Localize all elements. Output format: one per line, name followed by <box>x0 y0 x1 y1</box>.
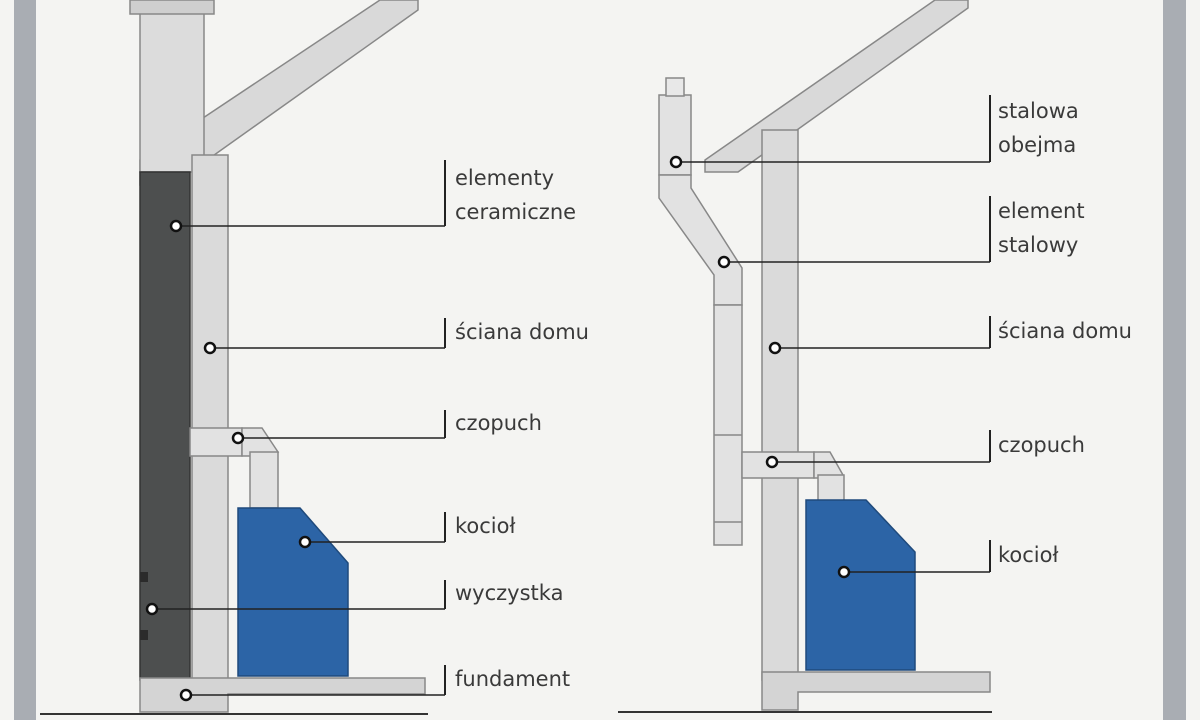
label-house-wall-right: ściana domu <box>998 319 1132 343</box>
right-frame-bar <box>1163 0 1186 720</box>
right-leader-dots <box>669 155 851 579</box>
left-leader-lines <box>152 225 445 696</box>
left-chimney-cap <box>129 0 215 15</box>
right-flue-connector-vertical <box>817 474 845 502</box>
right-steel-pipe-cap <box>665 77 685 97</box>
label-ceramic-line1: elementy <box>455 166 554 190</box>
left-leader-dots <box>145 219 312 702</box>
left-diagram: elementy ceramiczne ściana domu czopuch … <box>40 0 589 715</box>
label-flue-connector-right: czopuch <box>998 433 1085 457</box>
right-flue-connector-elbow <box>813 451 845 479</box>
label-steel-element-line2: stalowy <box>998 233 1078 257</box>
right-steel-pipe-offset <box>658 174 743 306</box>
dot-wall <box>203 341 217 355</box>
label-boiler: kocioł <box>455 514 515 538</box>
label-flue-connector: czopuch <box>455 411 542 435</box>
right-steel-pipe-lower <box>713 304 743 546</box>
right-leader-lines <box>676 161 990 573</box>
left-frame-bar <box>14 0 36 720</box>
label-boiler-right: kocioł <box>998 543 1058 567</box>
left-boiler <box>237 507 349 677</box>
dot-steel-element <box>717 255 731 269</box>
left-cleanout-mark-top <box>140 572 148 582</box>
right-roof <box>704 0 969 173</box>
dot-boiler <box>298 535 312 549</box>
label-ceramic-line2: ceramiczne <box>455 200 576 224</box>
dot-clamp <box>669 155 683 169</box>
left-foundation <box>139 677 426 713</box>
right-boiler <box>805 499 916 671</box>
right-diagram: stalowa obejma element stalowy ściana do… <box>618 0 1132 713</box>
dot-connector <box>231 431 245 445</box>
left-ceramic-flue <box>139 171 191 681</box>
label-foundation: fundament <box>455 667 570 691</box>
label-clamp-line2: obejma <box>998 133 1076 157</box>
dot-foundation <box>179 688 193 702</box>
left-flue-connector-vertical <box>249 451 279 509</box>
right-foundation <box>761 671 991 711</box>
right-house-wall <box>761 129 799 681</box>
dot-cleanout <box>145 602 159 616</box>
dot-boiler-right <box>837 565 851 579</box>
label-steel-element-line1: element <box>998 199 1085 223</box>
left-house-wall <box>191 154 229 681</box>
dot-wall-right <box>768 341 782 355</box>
label-cleanout: wyczystka <box>455 581 563 605</box>
dot-connector-right <box>765 455 779 469</box>
label-clamp-line1: stalowa <box>998 99 1079 123</box>
left-chimney-stack <box>139 11 205 173</box>
label-house-wall: ściana domu <box>455 320 589 344</box>
right-flue-connector-horizontal <box>741 451 815 479</box>
left-cleanout-mark-bottom <box>140 630 148 640</box>
dot-ceramic <box>169 219 183 233</box>
